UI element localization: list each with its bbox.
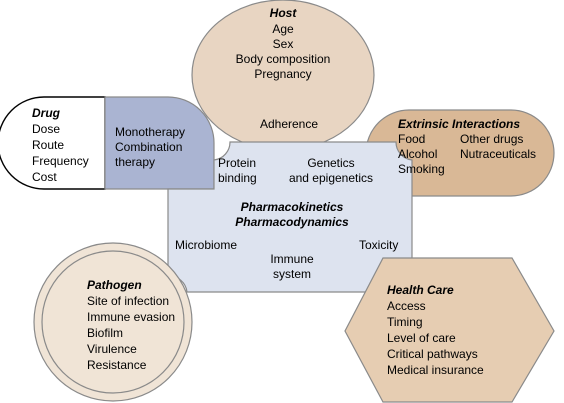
health-care-title: Health Care xyxy=(387,283,454,297)
drug-therapy-line-3: therapy xyxy=(115,155,155,169)
health-care-item-pathways: Critical pathways xyxy=(387,347,478,361)
drug-capsule-right xyxy=(104,96,215,190)
drug-capsule-left xyxy=(0,96,106,190)
health-care-item-timing: Timing xyxy=(387,315,423,329)
drug-therapy-line-1: Monotherapy xyxy=(115,125,185,139)
center-toxicity: Toxicity xyxy=(359,238,398,252)
health-care-item-insurance: Medical insurance xyxy=(387,363,484,377)
pathogen-title: Pathogen xyxy=(87,278,142,292)
drug-item-cost: Cost xyxy=(32,170,57,184)
pathogen-item-immune-evasion: Immune evasion xyxy=(87,310,175,324)
center-immune-line-1: Immune xyxy=(270,252,314,266)
host-item-age: Age xyxy=(272,22,294,36)
extrinsic-alcohol: Alcohol xyxy=(398,147,437,161)
pathogen-item-virulence: Virulence xyxy=(87,342,137,356)
host-title: Host xyxy=(270,6,298,20)
extrinsic-other-drugs: Other drugs xyxy=(460,132,523,146)
center-protein-line-2: binding xyxy=(218,171,257,185)
extrinsic-title: Extrinsic Interactions xyxy=(398,117,520,131)
center-box xyxy=(167,141,413,293)
host-item-sex: Sex xyxy=(273,37,294,51)
center-protein-line-1: Protein xyxy=(218,156,256,170)
center-microbiome: Microbiome xyxy=(175,238,237,252)
host-item-pregnancy: Pregnancy xyxy=(254,67,311,81)
pathogen-item-site: Site of infection xyxy=(87,294,169,308)
health-care-hexagon xyxy=(344,257,555,403)
drug-title: Drug xyxy=(32,106,61,120)
health-care-item-access: Access xyxy=(387,299,426,313)
health-care-item-level: Level of care xyxy=(387,331,456,345)
extrinsic-nutraceuticals: Nutraceuticals xyxy=(460,147,536,161)
pathogen-item-resistance: Resistance xyxy=(87,358,147,372)
center-genetics-line-1: Genetics xyxy=(307,156,354,170)
pathogen-item-biofilm: Biofilm xyxy=(87,326,123,340)
host-item-body-composition: Body composition xyxy=(236,52,331,66)
drug-therapy-line-2: Combination xyxy=(115,140,182,154)
drug-item-frequency: Frequency xyxy=(32,154,89,168)
drug-item-route: Route xyxy=(32,138,64,152)
extrinsic-food: Food xyxy=(398,132,425,146)
center-title-pk: Pharmacokinetics xyxy=(241,200,344,214)
center-title-pd: Pharmacodynamics xyxy=(235,215,349,229)
host-adherence: Adherence xyxy=(260,117,318,131)
drug-item-dose: Dose xyxy=(32,122,60,136)
extrinsic-smoking: Smoking xyxy=(398,162,445,176)
pathogen-inner-circle xyxy=(41,250,185,394)
center-immune-line-2: system xyxy=(273,267,311,281)
center-genetics-line-2: and epigenetics xyxy=(289,171,373,185)
